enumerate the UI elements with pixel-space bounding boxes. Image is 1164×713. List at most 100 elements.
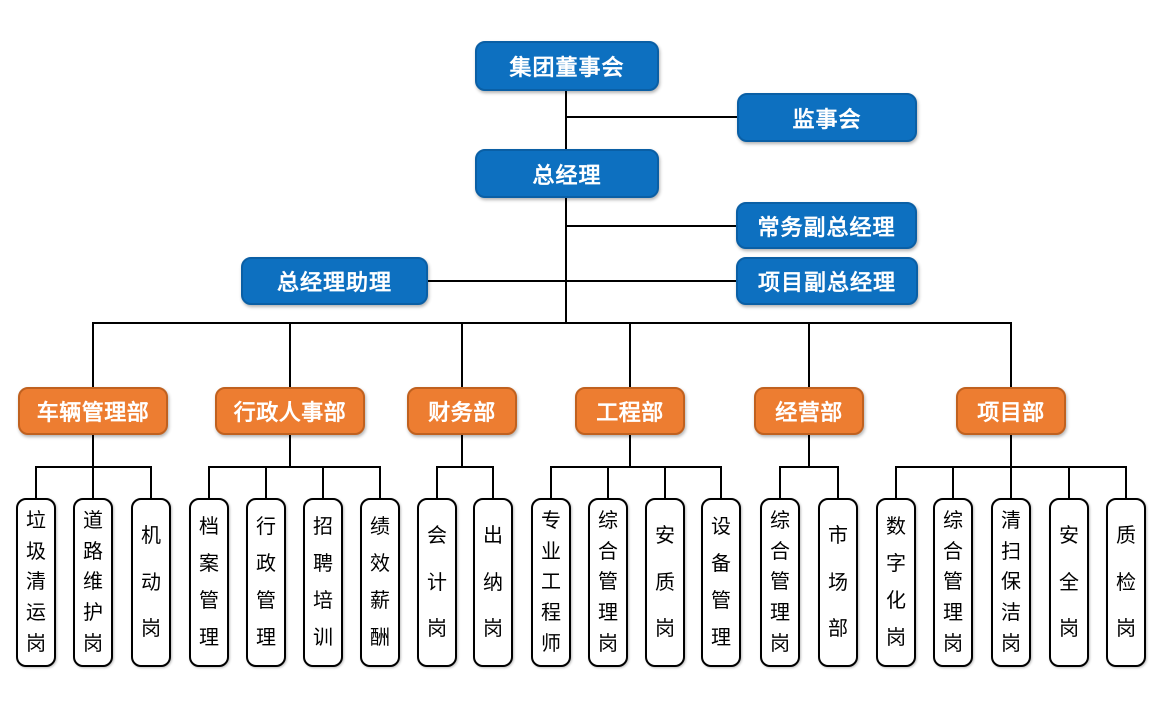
position-label: 专业工程师 — [541, 509, 561, 656]
supervisory-board-box: 监事会 — [737, 93, 917, 142]
board-of-directors-label: 集团董事会 — [509, 55, 625, 80]
general-manager-box: 总经理 — [475, 149, 659, 198]
connector-line — [436, 466, 438, 498]
connector-line — [265, 466, 267, 498]
connector-line — [92, 322, 1012, 324]
connector-line — [436, 466, 494, 468]
connector-line — [565, 198, 567, 324]
connector-line — [322, 466, 324, 498]
project-deputy-gm-label: 项目副总经理 — [757, 270, 896, 295]
connector-line — [952, 466, 954, 498]
gm-assistant-box: 总经理助理 — [241, 257, 428, 305]
connector-line — [1010, 434, 1012, 468]
connector-line — [150, 466, 152, 498]
connector-line — [629, 434, 631, 468]
position-box: 综合管理岗 — [588, 498, 628, 667]
position-label: 出纳岗 — [483, 525, 503, 640]
department-box: 项目部 — [956, 387, 1066, 435]
connector-line — [779, 466, 839, 468]
connector-line — [1068, 466, 1070, 498]
department-label: 经营部 — [775, 400, 843, 425]
position-label: 质检岗 — [1116, 525, 1136, 640]
connector-line — [461, 434, 463, 468]
position-label: 招聘培训 — [313, 516, 333, 649]
position-box: 安全岗 — [1049, 498, 1089, 667]
connector-line — [461, 322, 463, 388]
position-box: 绩效薪酬 — [360, 498, 400, 667]
connector-line — [379, 466, 381, 498]
connector-line — [664, 466, 666, 498]
department-label: 车辆管理部 — [36, 400, 150, 425]
department-label: 财务部 — [428, 400, 496, 425]
position-box: 清扫保洁岗 — [991, 498, 1031, 667]
position-label: 数字化岗 — [886, 516, 906, 649]
connector-line — [837, 466, 839, 498]
position-box: 安质岗 — [645, 498, 685, 667]
department-label: 工程部 — [596, 400, 664, 425]
position-label: 档案管理 — [199, 516, 219, 649]
position-box: 专业工程师 — [531, 498, 571, 667]
connector-line — [720, 466, 722, 498]
position-label: 绩效薪酬 — [370, 516, 390, 649]
position-label: 清扫保洁岗 — [1001, 509, 1021, 656]
connector-line — [629, 322, 631, 388]
connector-line — [566, 225, 736, 227]
position-label: 综合管理岗 — [598, 509, 618, 656]
position-label: 综合管理岗 — [943, 509, 963, 656]
position-box: 招聘培训 — [303, 498, 343, 667]
department-box: 经营部 — [754, 387, 864, 435]
connector-line — [1010, 322, 1012, 388]
department-label: 行政人事部 — [233, 400, 347, 425]
position-label: 行政管理 — [256, 516, 276, 649]
position-box: 道路维护岗 — [73, 498, 113, 667]
position-label: 安质岗 — [655, 525, 675, 640]
position-box: 档案管理 — [189, 498, 229, 667]
position-box: 综合管理岗 — [760, 498, 800, 667]
connector-line — [428, 280, 736, 282]
connector-line — [492, 466, 494, 498]
position-label: 会计岗 — [427, 525, 447, 640]
position-box: 行政管理 — [246, 498, 286, 667]
position-box: 质检岗 — [1106, 498, 1146, 667]
position-box: 机动岗 — [131, 498, 171, 667]
position-box: 综合管理岗 — [933, 498, 973, 667]
connector-line — [1125, 466, 1127, 498]
position-box: 市场部 — [818, 498, 858, 667]
department-box: 工程部 — [575, 387, 685, 435]
position-label: 设备管理 — [711, 516, 731, 649]
connector-line — [550, 466, 722, 468]
position-box: 会计岗 — [417, 498, 457, 667]
connector-line — [550, 466, 552, 498]
connector-line — [208, 466, 210, 498]
position-label: 机动岗 — [141, 525, 161, 640]
board-of-directors-box: 集团董事会 — [475, 41, 659, 91]
connector-line — [92, 322, 94, 388]
connector-line — [92, 434, 94, 468]
position-label: 市场部 — [828, 525, 848, 640]
executive-deputy-gm-label: 常务副总经理 — [757, 214, 896, 240]
position-box: 出纳岗 — [473, 498, 513, 667]
connector-line — [92, 466, 94, 498]
department-box: 行政人事部 — [215, 387, 365, 435]
connector-line — [289, 434, 291, 468]
position-box: 垃圾清运岗 — [16, 498, 56, 667]
connector-line — [1010, 466, 1012, 498]
position-label: 道路维护岗 — [83, 509, 103, 656]
position-box: 数字化岗 — [876, 498, 916, 667]
connector-line — [565, 91, 567, 149]
department-box: 财务部 — [407, 387, 517, 435]
connector-line — [779, 466, 781, 498]
department-label: 项目部 — [977, 400, 1045, 425]
gm-assistant-label: 总经理助理 — [276, 270, 392, 295]
connector-line — [208, 466, 381, 468]
position-box: 设备管理 — [701, 498, 741, 667]
position-label: 综合管理岗 — [770, 509, 790, 656]
general-manager-label: 总经理 — [532, 162, 602, 188]
position-label: 垃圾清运岗 — [26, 509, 46, 656]
position-label: 安全岗 — [1059, 525, 1079, 640]
connector-line — [895, 466, 897, 498]
executive-deputy-gm-box: 常务副总经理 — [736, 202, 917, 249]
connector-line — [35, 466, 37, 498]
department-box: 车辆管理部 — [18, 387, 168, 435]
